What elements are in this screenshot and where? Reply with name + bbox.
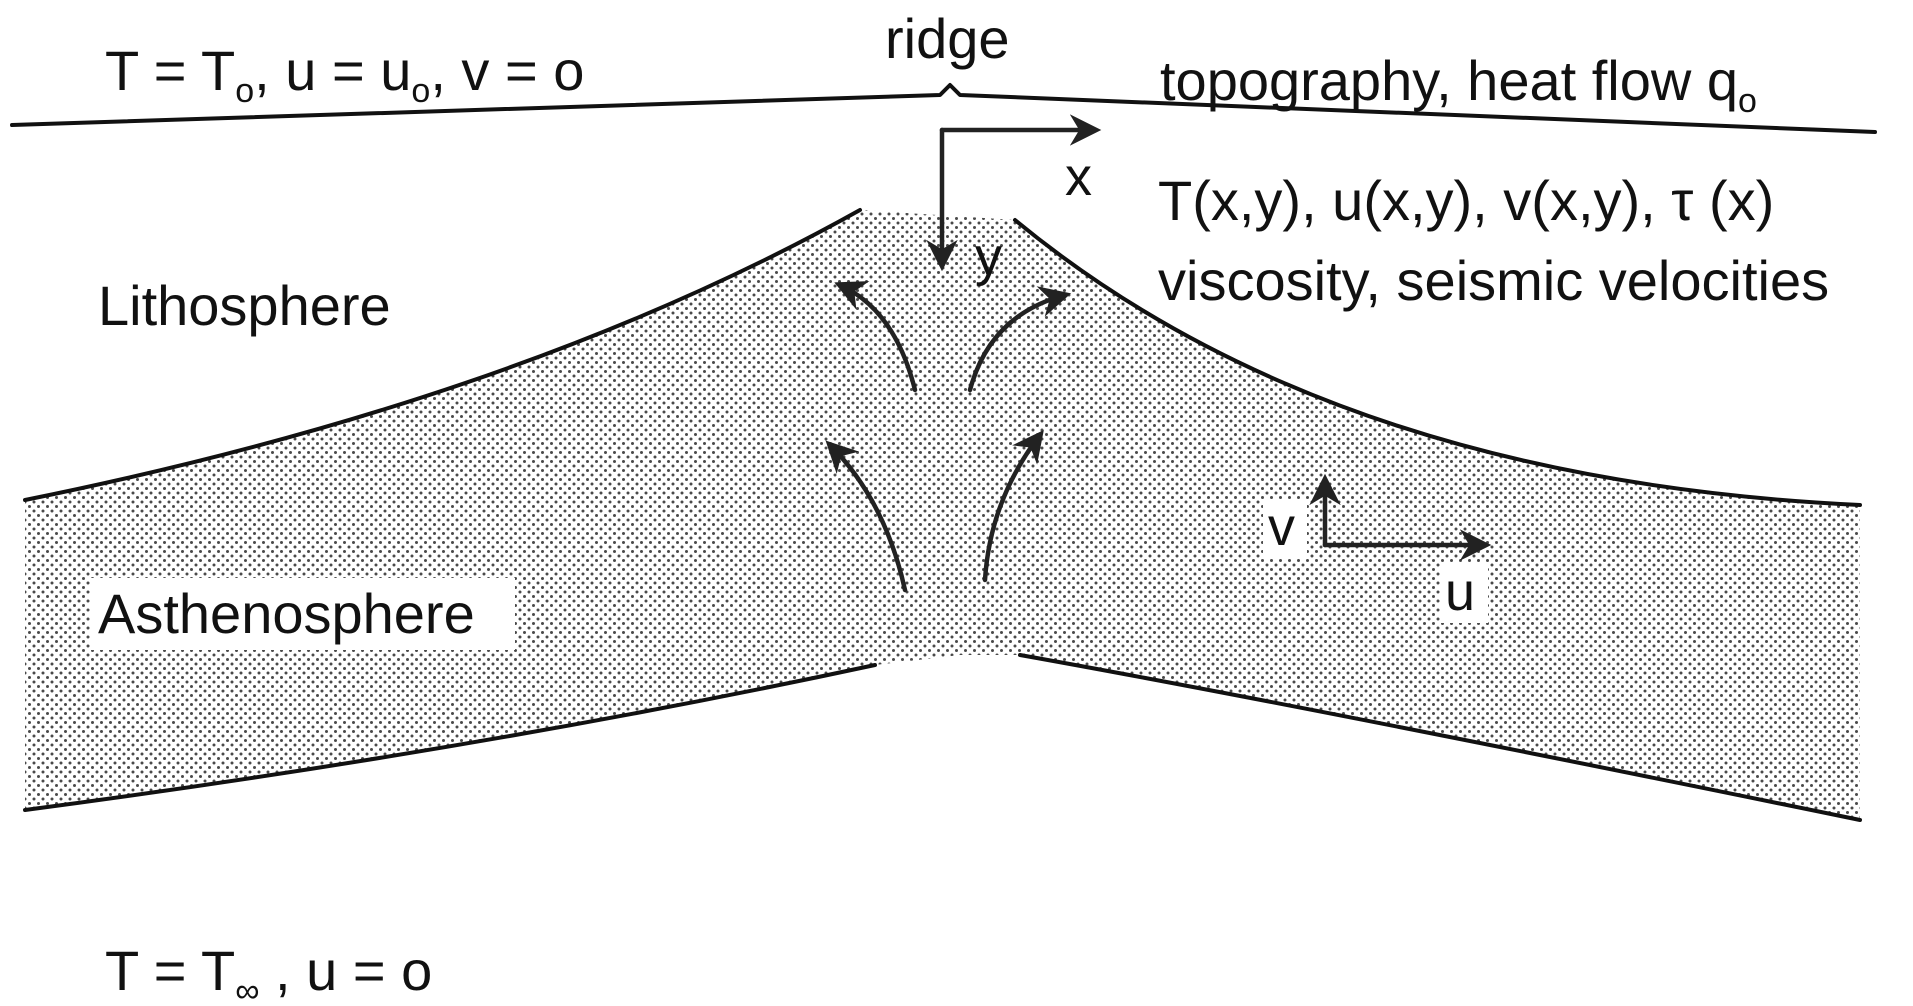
asthenosphere-label: Asthenosphere [98,582,475,645]
bottom-boundary-condition: T = T∞ , u = o [105,939,432,1006]
axis-y-label: y [975,227,1002,287]
lithosphere-label: Lithosphere [98,274,391,337]
observables-line-3: viscosity, seismic velocities [1158,249,1829,312]
observables-line-2: T(x,y), u(x,y), v(x,y), τ (x) [1158,169,1774,232]
flow-arrow-lower-right [982,430,1044,583]
surface-line [10,83,1877,134]
observables-line-1: topography, heat flow qo [1160,49,1757,120]
velocity-u-label-bg [1440,563,1488,623]
asthenosphere-region [25,210,1860,820]
lower-boundary-left [23,663,877,812]
lithosphere-base-right [1013,218,1862,507]
asthenosphere-label-bg [90,578,515,650]
flow-arrow-upper-left [834,281,918,393]
velocity-v-label: v [1268,497,1295,557]
velocity-v-label-bg [1263,500,1307,558]
lithosphere-base-left [23,208,862,502]
surface-boundary-condition: T = To, u = uo, v = o [105,39,584,110]
axis-x-label: x [1065,147,1092,207]
flow-arrow-lower-left [825,440,908,593]
ridge-label: ridge [885,7,1010,70]
flow-arrow-upper-right [967,286,1072,393]
velocity-u-label: u [1445,562,1475,622]
lower-boundary-right [1018,653,1862,822]
